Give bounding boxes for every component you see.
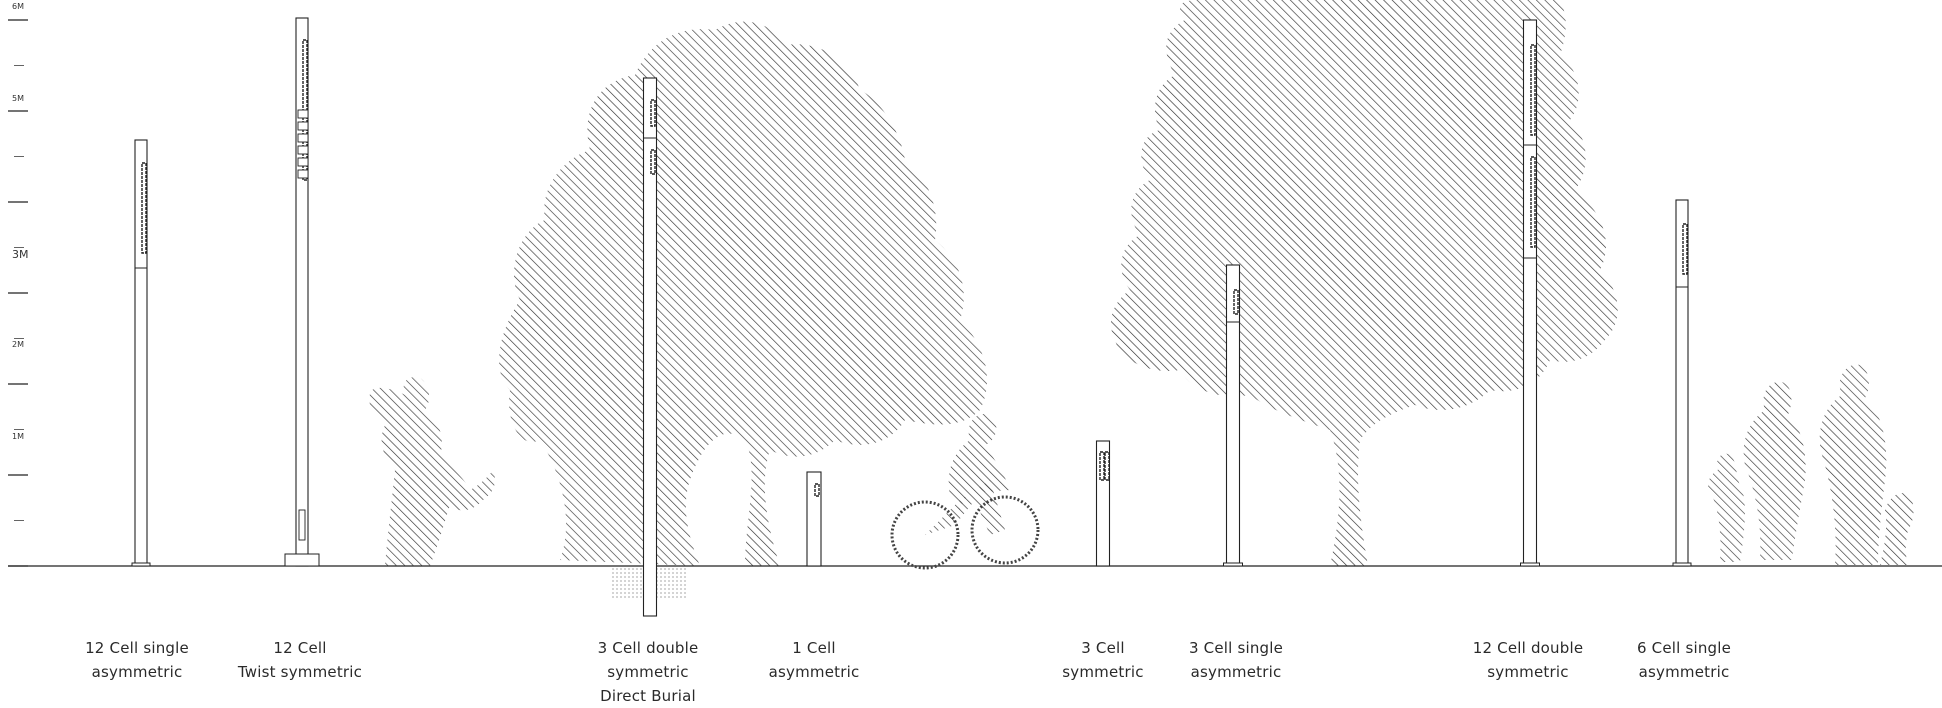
caption-line: 12 Cell single (85, 639, 189, 657)
caption-line: 6 Cell single (1636, 639, 1732, 657)
caption-line: Direct Burial (600, 687, 696, 705)
caption-line: 3 Cell (1081, 639, 1125, 657)
pole-6 (1223, 264, 1243, 567)
pole-4 (806, 471, 822, 567)
fixture-caption: 6 Cell single asymmetric (1584, 636, 1784, 684)
fixture-caption: 1 Cell asymmetric (714, 636, 914, 684)
scale-label: 3M (12, 248, 29, 261)
pole-3 (642, 77, 658, 617)
family-silhouette-icon (1708, 364, 1914, 565)
caption-line: 3 Cell single (1188, 639, 1284, 657)
person-dog-silhouette-icon (369, 377, 495, 566)
fixture-caption: 3 Cell single asymmetric (1136, 636, 1336, 684)
tree-icon (1110, 0, 1618, 566)
cyclist-silhouette-icon (890, 414, 1040, 570)
pole-7 (1520, 19, 1540, 567)
scale-label: 5M (12, 94, 24, 103)
caption-line: symmetric (1062, 663, 1144, 681)
tree-icon (499, 21, 988, 566)
caption-line: 1 Cell (792, 639, 836, 657)
fixture-caption: 12 Cell single asymmetric (37, 636, 237, 684)
pole-8 (1672, 199, 1692, 567)
height-scale (8, 19, 28, 567)
fixture-caption: 12 Cell double symmetric (1428, 636, 1628, 684)
caption-line: symmetric (607, 663, 689, 681)
pole-1 (131, 139, 151, 567)
scale-label: 1M (12, 432, 24, 441)
caption-line: asymmetric (1190, 663, 1282, 681)
caption-line: 12 Cell double (1472, 639, 1584, 657)
caption-line: Twist symmetric (237, 663, 363, 681)
caption-line: symmetric (1487, 663, 1569, 681)
scale-label: 2M (12, 340, 24, 349)
scale-label: 6M (12, 2, 24, 11)
caption-line: 12 Cell (273, 639, 327, 657)
caption-line: asymmetric (1638, 663, 1730, 681)
caption-line: asymmetric (91, 663, 183, 681)
pole-2 (284, 17, 320, 567)
fixture-caption: 3 Cell symmetric (1003, 636, 1203, 684)
luminaire-poles (131, 17, 1692, 617)
caption-line: asymmetric (768, 663, 860, 681)
pole-5 (1095, 440, 1111, 567)
caption-line: 3 Cell double (597, 639, 699, 657)
